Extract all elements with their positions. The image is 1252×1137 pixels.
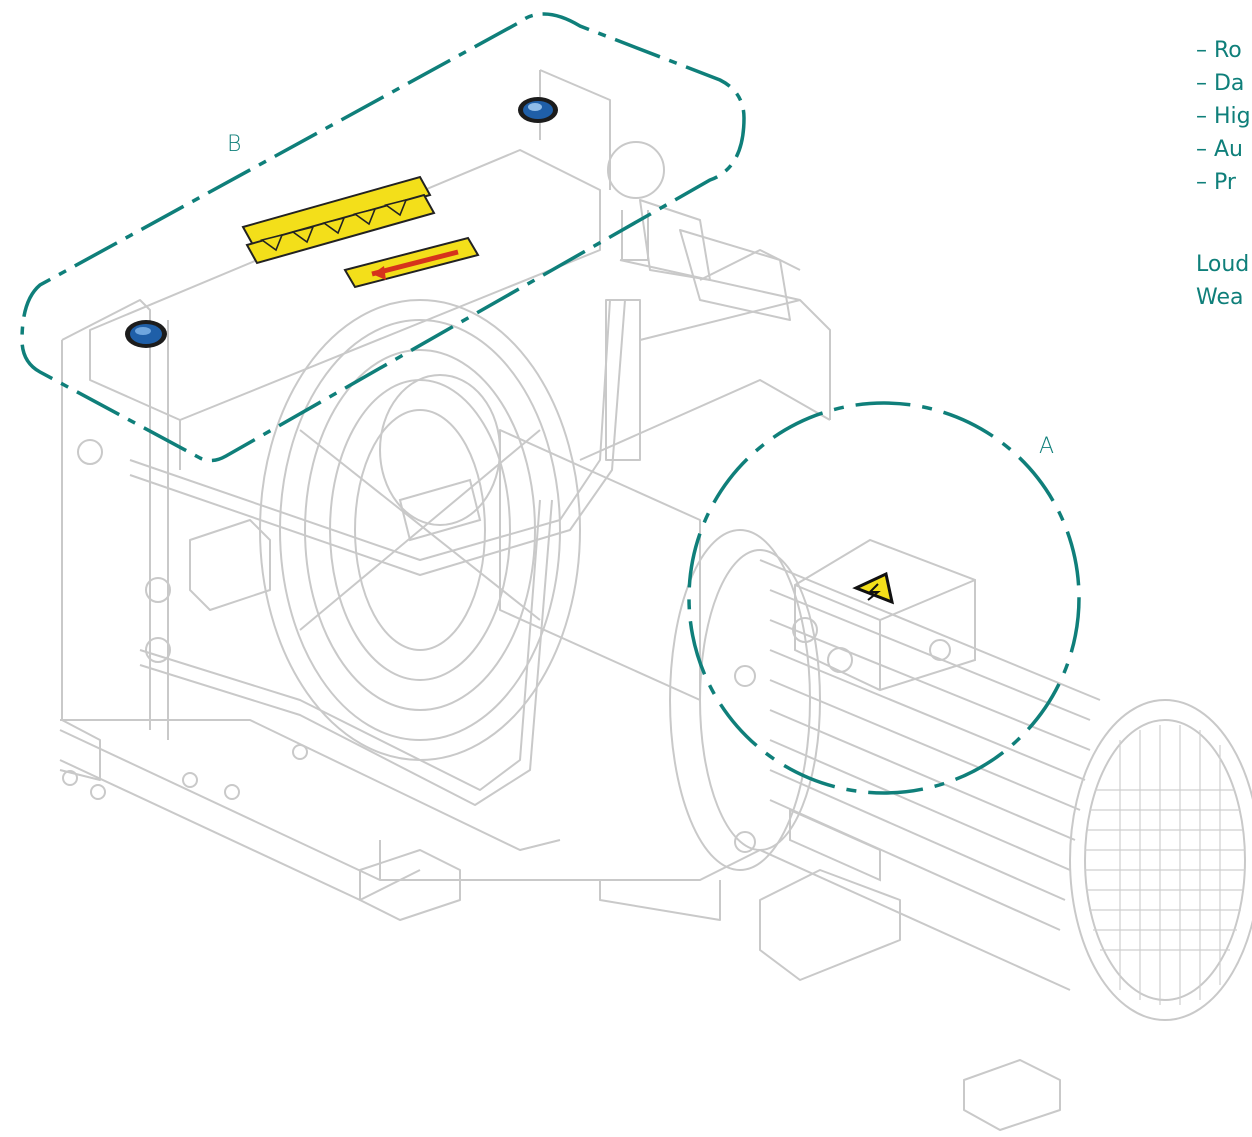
feature-list-item: – Ro	[1196, 38, 1242, 63]
callout-label-b: B	[227, 132, 242, 157]
side-note-line: Wea	[1196, 285, 1244, 310]
side-note: Loud Wea	[1196, 248, 1252, 314]
feature-list-item: – Da	[1196, 71, 1245, 96]
callout-circle-a	[687, 401, 1081, 795]
callout-outline-b	[20, 12, 746, 463]
cooling-fan	[259, 299, 581, 761]
feature-list-item: – Pr	[1196, 170, 1236, 195]
feature-list-item: – Hig	[1196, 104, 1251, 129]
electric-motor	[669, 529, 1252, 1021]
feature-list-item: – Au	[1196, 137, 1243, 162]
blue-cap-icon	[518, 97, 558, 123]
motor-fan-grille	[1085, 725, 1245, 1005]
feature-list: – Ro – Da – Hig – Au – Pr	[1196, 34, 1252, 199]
warning-label-strip	[241, 175, 436, 265]
side-note-line: Loud	[1196, 252, 1250, 277]
blue-cap-icon	[125, 320, 167, 348]
rotation-direction-arrow-label	[343, 236, 480, 289]
electrical-hazard-icon	[852, 571, 895, 605]
callout-label-a: A	[1039, 434, 1055, 459]
compressor-frame	[59, 69, 1061, 1131]
